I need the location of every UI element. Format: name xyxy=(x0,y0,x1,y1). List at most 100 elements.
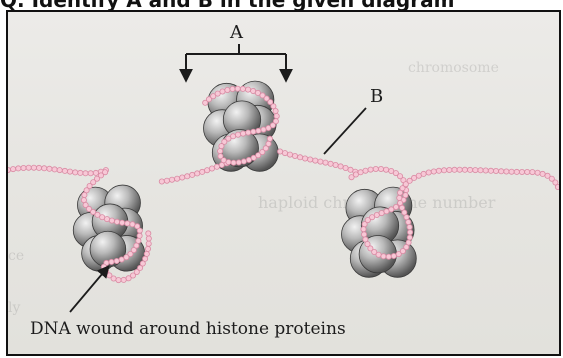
label-a: A xyxy=(229,22,244,43)
dna-bead xyxy=(447,167,452,172)
dna-bead xyxy=(426,170,431,175)
dna-bead xyxy=(246,130,251,135)
dna-bead xyxy=(235,132,240,137)
dna-bead xyxy=(436,168,441,173)
label-a-bracket xyxy=(186,44,286,54)
dna-bead xyxy=(493,168,498,173)
dna-bead xyxy=(36,165,41,170)
dna-bead xyxy=(169,177,174,182)
dna-bead xyxy=(82,192,87,197)
dna-bead xyxy=(483,168,488,173)
dna-bead xyxy=(218,149,223,154)
dna-bead xyxy=(457,167,462,172)
dna-bead xyxy=(78,170,83,175)
dna-bead xyxy=(143,256,148,261)
dna-bead xyxy=(407,235,412,240)
dna-bead xyxy=(328,161,333,166)
dna-bead xyxy=(146,231,151,236)
dna-bead xyxy=(226,160,231,165)
dna-bead xyxy=(386,254,391,259)
dna-bead xyxy=(246,87,251,92)
dna-bead xyxy=(146,236,151,241)
cropped-question-text: Q. Identify A and B in the given diagram xyxy=(0,0,454,10)
diagram-frame: chromosome haploid chromosome number ce … xyxy=(6,10,561,356)
dna-bead xyxy=(391,253,396,258)
nucleosome-diagram: chromosome haploid chromosome number ce … xyxy=(8,12,559,354)
dna-bead xyxy=(200,169,205,174)
dna-bead xyxy=(323,160,328,165)
dna-bead xyxy=(540,171,545,176)
dna-bead xyxy=(519,169,524,174)
dna-bead xyxy=(235,86,240,91)
dna-bead xyxy=(8,167,11,172)
dna-bead xyxy=(363,168,368,173)
dna-bead xyxy=(384,209,389,214)
dna-bead xyxy=(185,174,190,179)
dna-bead xyxy=(421,171,426,176)
dna-bead xyxy=(21,165,26,170)
dna-bead xyxy=(274,114,279,119)
dna-bead xyxy=(462,167,467,172)
dna-bead xyxy=(509,169,514,174)
bg-text-1: chromosome xyxy=(408,60,499,76)
dna-bead xyxy=(109,259,114,264)
dna-bead xyxy=(11,167,16,172)
dna-bead xyxy=(398,200,403,205)
dna-bead xyxy=(47,166,52,171)
dna-bead xyxy=(514,169,519,174)
dna-bead xyxy=(256,128,261,133)
dna-bead xyxy=(525,169,530,174)
dna-bead xyxy=(146,241,151,246)
dna-bead xyxy=(81,198,86,203)
dna-bead xyxy=(137,228,142,233)
dna-bead xyxy=(144,251,149,256)
dna-bead xyxy=(52,167,57,172)
dna-bead xyxy=(219,144,224,149)
dna-bead xyxy=(120,220,125,225)
bg-text-4: ly xyxy=(8,300,20,316)
dna-bead xyxy=(287,152,292,157)
dna-bead xyxy=(62,168,67,173)
dna-bead xyxy=(190,172,195,177)
dna-bead xyxy=(406,220,411,225)
dna-bead xyxy=(318,159,323,164)
dna-bead xyxy=(109,218,114,223)
dna-bead xyxy=(114,219,119,224)
dna-bead xyxy=(266,125,271,130)
dna-bead xyxy=(504,169,509,174)
dna-bead xyxy=(408,230,413,235)
dna-bead xyxy=(93,170,98,175)
dna-bead xyxy=(376,252,381,257)
dna-bead xyxy=(240,86,245,91)
dna-bead xyxy=(381,254,386,259)
dna-bead xyxy=(31,165,36,170)
dna-bead xyxy=(121,277,126,282)
dna-bead xyxy=(26,165,31,170)
dna-bead xyxy=(195,171,200,176)
dna-bead xyxy=(180,175,185,180)
dna-bead xyxy=(338,164,343,169)
dna-bead xyxy=(273,108,278,113)
dna-bead xyxy=(292,153,297,158)
dna-bead xyxy=(175,176,180,181)
dna-bead xyxy=(114,258,119,263)
dna-bead xyxy=(555,184,559,189)
dna-bead xyxy=(468,167,473,172)
dna-bead xyxy=(111,276,116,281)
label-b-group: B xyxy=(324,86,383,154)
dna-bead xyxy=(308,157,313,162)
dna-bead xyxy=(361,227,366,232)
dna-bead xyxy=(159,179,164,184)
dna-bead xyxy=(225,87,230,92)
dna-bead xyxy=(73,170,78,175)
dna-bead xyxy=(431,169,436,174)
dna-bead xyxy=(164,178,169,183)
dna-bead xyxy=(16,166,21,171)
dna-bead xyxy=(373,166,378,171)
dna-bead xyxy=(478,168,483,173)
dna-bead xyxy=(362,222,367,227)
cropped-header: Q. Identify A and B in the given diagram xyxy=(0,0,563,10)
dna-bead xyxy=(406,240,411,245)
dna-bead xyxy=(67,169,72,174)
dna-bead xyxy=(214,164,219,169)
